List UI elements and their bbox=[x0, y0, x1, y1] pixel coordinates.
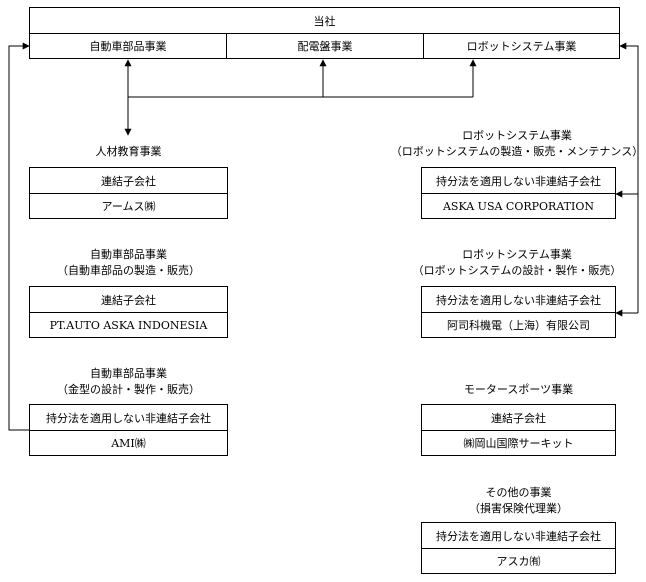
subsidiary-box-auto-aska-indonesia: 連結子会社 PT.AUTO ASKA INDONESIA bbox=[29, 286, 228, 338]
subsidiary-category: 連結子会社 bbox=[491, 411, 546, 425]
subsidiary-category: 持分法を適用しない非連結子会社 bbox=[436, 529, 601, 543]
caption-line1: ロボットシステム事業 bbox=[462, 129, 572, 142]
subsidiary-box-aska-yugen: 持分法を適用しない非連結子会社 アスカ㈲ bbox=[421, 522, 616, 574]
segment-switchboard: 配電盤事業 bbox=[297, 40, 353, 53]
caption-auto-parts-mfg: 自動車部品事業 （自動車部品の製造・販売） bbox=[29, 247, 228, 279]
subsidiary-name: 阿司科機電（上海）有限公司 bbox=[447, 319, 590, 332]
subsidiary-box-aska-shanghai: 持分法を適用しない非連結子会社 阿司科機電（上海）有限公司 bbox=[421, 286, 616, 338]
caption-robot-design: ロボットシステム事業 （ロボットシステムの設計・製作・販売） bbox=[386, 247, 646, 279]
subsidiary-box-arms: 連結子会社 アームス㈱ bbox=[29, 167, 228, 219]
caption-other-business: その他の事業 （損害保険代理業） bbox=[421, 485, 616, 517]
divider bbox=[30, 33, 619, 34]
caption-auto-parts-mold: 自動車部品事業 （金型の設計・製作・販売） bbox=[29, 366, 228, 398]
subsidiary-category: 持分法を適用しない非連結子会社 bbox=[436, 174, 601, 188]
caption-line2: （損害保険代理業） bbox=[469, 502, 568, 515]
divider bbox=[30, 430, 227, 431]
divider bbox=[30, 193, 227, 194]
subsidiary-category: 連結子会社 bbox=[101, 293, 156, 307]
divider bbox=[422, 548, 615, 549]
segment-auto-parts: 自動車部品事業 bbox=[89, 40, 167, 53]
caption-line2: （金型の設計・製作・販売） bbox=[57, 383, 200, 396]
subsidiary-category: 持分法を適用しない非連結子会社 bbox=[46, 411, 211, 425]
divider bbox=[423, 33, 424, 58]
company-title: 当社 bbox=[313, 14, 336, 28]
caption-line1: 自動車部品事業 bbox=[90, 248, 167, 261]
subsidiary-category: 持分法を適用しない非連結子会社 bbox=[436, 293, 601, 307]
caption-line1: 人材教育事業 bbox=[95, 145, 162, 158]
caption-line1: ロボットシステム事業 bbox=[462, 248, 572, 261]
subsidiary-name: アームス㈱ bbox=[101, 200, 156, 213]
divider bbox=[226, 33, 227, 58]
caption-line1: その他の事業 bbox=[485, 486, 552, 499]
subsidiary-name: ASKA USA CORPORATION bbox=[442, 199, 595, 213]
caption-hr-education: 人材教育事業 bbox=[29, 144, 228, 160]
subsidiary-box-aska-usa: 持分法を適用しない非連結子会社 ASKA USA CORPORATION bbox=[421, 167, 616, 219]
divider bbox=[422, 193, 615, 194]
caption-line2: （ロボットシステムの製造・販売・メンテナンス） bbox=[390, 145, 644, 158]
divider bbox=[422, 312, 615, 313]
subsidiary-name: PT.AUTO ASKA INDONESIA bbox=[49, 318, 208, 332]
subsidiary-category: 連結子会社 bbox=[101, 174, 156, 188]
divider bbox=[30, 312, 227, 313]
caption-line2: （ロボットシステムの設計・製作・販売） bbox=[412, 264, 622, 277]
subsidiary-box-ami: 持分法を適用しない非連結子会社 AMI㈱ bbox=[29, 404, 228, 456]
caption-robot-maintenance: ロボットシステム事業 （ロボットシステムの製造・販売・メンテナンス） bbox=[386, 128, 646, 160]
caption-motorsports: モータースポーツ事業 bbox=[421, 382, 616, 398]
segment-robot-system: ロボットシステム事業 bbox=[466, 40, 577, 53]
subsidiary-name: アスカ㈲ bbox=[496, 555, 541, 568]
caption-line2: （自動車部品の製造・販売） bbox=[57, 264, 200, 277]
divider bbox=[422, 430, 615, 431]
caption-line1: モータースポーツ事業 bbox=[463, 383, 574, 396]
parent-company-box: 当社 自動車部品事業 配電盤事業 ロボットシステム事業 bbox=[29, 7, 620, 59]
subsidiary-name: ㈱岡山国際サーキット bbox=[463, 437, 574, 450]
caption-line1: 自動車部品事業 bbox=[90, 367, 167, 380]
subsidiary-box-okayama-circuit: 連結子会社 ㈱岡山国際サーキット bbox=[421, 404, 616, 456]
subsidiary-name: AMI㈱ bbox=[111, 437, 146, 450]
arrow-ami-to-company bbox=[8, 42, 31, 431]
